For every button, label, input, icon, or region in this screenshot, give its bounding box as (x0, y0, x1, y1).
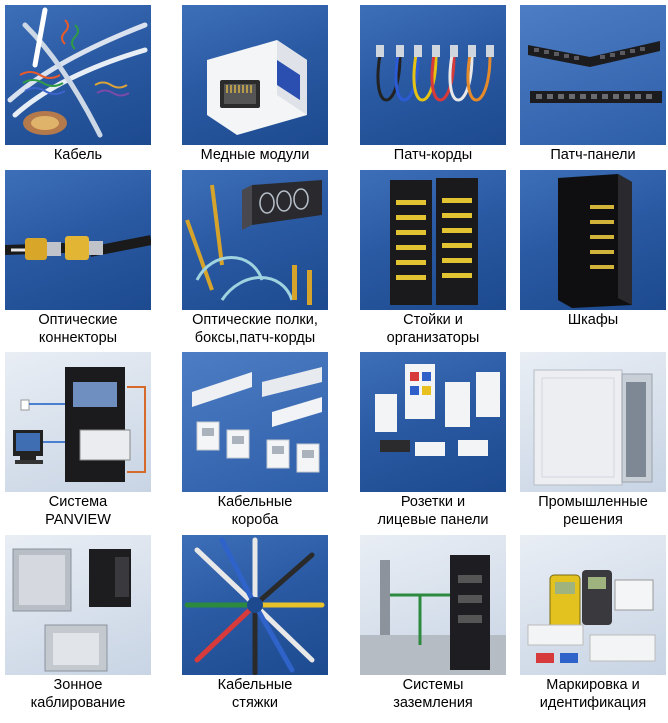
cable-duct-image[interactable] (182, 352, 328, 492)
category-outlets[interactable]: Розетки и лицевые панели (360, 352, 506, 529)
category-industrial[interactable]: Промышленные решения (520, 352, 666, 529)
industrial-image[interactable] (520, 352, 666, 492)
category-optical-connectors[interactable]: Оптические коннекторы (5, 170, 151, 347)
optical-shelf-image[interactable] (182, 170, 328, 310)
category-label[interactable]: Патч-панели (550, 147, 636, 163)
category-label[interactable]: Кабельные короба (217, 494, 293, 528)
category-label[interactable]: Промышленные решения (538, 494, 648, 528)
copper-module-image[interactable] (182, 5, 328, 145)
marking-image[interactable] (520, 535, 666, 675)
category-racks[interactable]: Стойки и организаторы (360, 170, 506, 347)
zone-cabling-image[interactable] (5, 535, 151, 675)
category-cable[interactable]: Кабель (5, 5, 151, 164)
category-cabinets[interactable]: Шкафы (520, 170, 666, 329)
category-patch-cords[interactable]: Патч-корды (360, 5, 506, 164)
patch-cord-image[interactable] (360, 5, 506, 145)
grounding-image[interactable] (360, 535, 506, 675)
category-optical-shelves[interactable]: Оптические полки, боксы,патч-корды (182, 170, 328, 347)
category-label[interactable]: Кабельные стяжки (217, 677, 293, 711)
category-marking[interactable]: Маркировка и идентификация (520, 535, 666, 712)
category-cable-ducts[interactable]: Кабельные короба (182, 352, 328, 529)
cable-tie-image[interactable] (182, 535, 328, 675)
category-zone-cabling[interactable]: Зонное каблирование (5, 535, 151, 712)
outlet-image[interactable] (360, 352, 506, 492)
category-cable-ties[interactable]: Кабельные стяжки (182, 535, 328, 712)
patch-panel-image[interactable] (520, 5, 666, 145)
panview-image[interactable] (5, 352, 151, 492)
category-copper-modules[interactable]: Медные модули (182, 5, 328, 164)
category-label[interactable]: Системы заземления (393, 677, 473, 711)
category-label[interactable]: Маркировка и идентификация (539, 677, 647, 711)
category-label[interactable]: Оптические полки, боксы,патч-корды (192, 312, 318, 346)
cabinet-image[interactable] (520, 170, 666, 310)
category-label[interactable]: Патч-корды (393, 147, 473, 163)
category-label[interactable]: Медные модули (200, 147, 310, 163)
optical-connector-image[interactable] (5, 170, 151, 310)
category-label[interactable]: Кабель (53, 147, 103, 163)
category-label[interactable]: Розетки и лицевые панели (377, 494, 489, 528)
category-label[interactable]: Система PANVIEW (45, 494, 111, 528)
rack-image[interactable] (360, 170, 506, 310)
category-patch-panels[interactable]: Патч-панели (520, 5, 666, 164)
category-label[interactable]: Зонное каблирование (30, 677, 126, 711)
category-label[interactable]: Шкафы (567, 312, 619, 328)
category-label[interactable]: Оптические коннекторы (38, 312, 118, 346)
cable-image[interactable] (5, 5, 151, 145)
category-label[interactable]: Стойки и организаторы (386, 312, 480, 346)
category-panview[interactable]: Система PANVIEW (5, 352, 151, 529)
category-grounding[interactable]: Системы заземления (360, 535, 506, 712)
